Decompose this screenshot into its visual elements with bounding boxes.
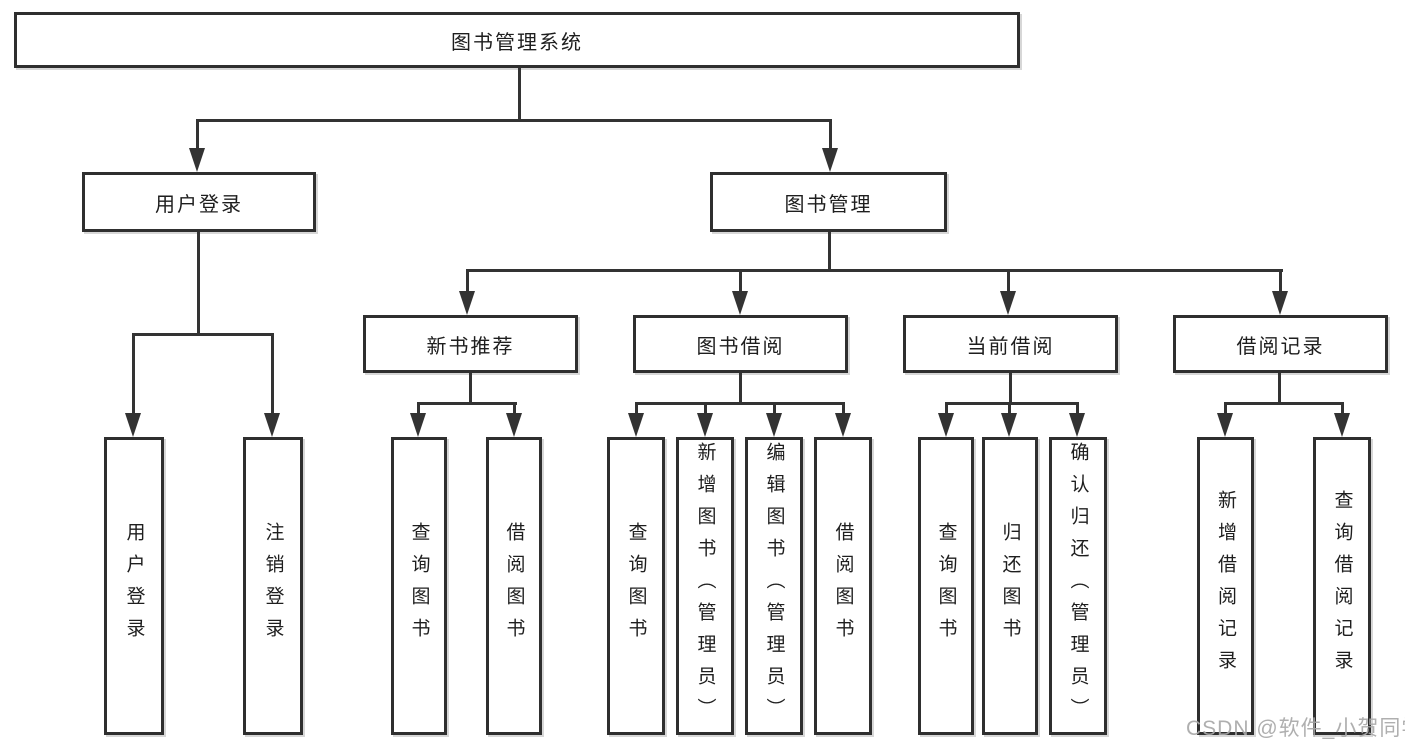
arrow-down-icon xyxy=(697,413,713,437)
leaf-add-books-admin: 新增图书（管理员） xyxy=(676,437,734,735)
leaf-label: 查询图书 xyxy=(625,522,647,650)
node-borrowing-records: 借阅记录 xyxy=(1173,315,1388,373)
connector-line xyxy=(466,269,469,295)
leaf-query-books-current: 查询图书 xyxy=(918,437,974,735)
leaf-query-borrow-record: 查询借阅记录 xyxy=(1313,437,1371,735)
connector-stem xyxy=(739,373,742,405)
connector-line xyxy=(417,402,420,415)
node-label: 图书借阅 xyxy=(696,335,785,358)
connector-line xyxy=(1224,402,1227,415)
leaf-label: 查询图书 xyxy=(935,522,957,650)
leaf-label: 确认归还（管理员） xyxy=(1067,442,1089,730)
node-user-login: 用户登录 xyxy=(82,172,316,232)
arrow-down-icon xyxy=(628,413,644,437)
arrow-down-icon xyxy=(938,413,954,437)
arrow-down-icon xyxy=(822,148,838,172)
node-current-borrowing: 当前借阅 xyxy=(903,315,1118,373)
connector-line xyxy=(704,402,707,415)
connector-rail xyxy=(1224,402,1344,405)
node-label: 借阅记录 xyxy=(1236,335,1325,358)
connector-user-login-stem xyxy=(197,232,200,336)
arrow-down-icon xyxy=(410,413,426,437)
arrow-down-icon xyxy=(189,148,205,172)
leaf-label: 查询图书 xyxy=(408,522,430,650)
connector-level1-rail xyxy=(196,119,832,122)
connector-stem xyxy=(1009,373,1012,405)
node-book-management: 图书管理 xyxy=(710,172,947,232)
leaf-label: 用户登录 xyxy=(123,522,145,650)
connector-stem xyxy=(469,373,472,405)
leaf-borrow-books-recommend: 借阅图书 xyxy=(486,437,542,735)
node-label: 用户登录 xyxy=(155,193,243,216)
connector-line xyxy=(1007,269,1010,295)
leaf-label: 查询借阅记录 xyxy=(1331,490,1353,682)
connector-root-stem xyxy=(518,68,521,121)
arrow-down-icon xyxy=(1272,291,1288,315)
leaf-query-books-recommend: 查询图书 xyxy=(391,437,447,735)
node-label: 图书管理 xyxy=(784,193,873,216)
leaf-label: 借阅图书 xyxy=(503,522,525,650)
leaf-logout: 注销登录 xyxy=(243,437,303,735)
connector-line xyxy=(1008,402,1011,415)
leaf-return-books: 归还图书 xyxy=(982,437,1038,735)
connector-line xyxy=(513,402,516,415)
arrow-down-icon xyxy=(1001,413,1017,437)
arrow-down-icon xyxy=(506,413,522,437)
arrow-down-icon xyxy=(732,291,748,315)
connector-line xyxy=(739,269,742,295)
leaf-add-borrow-record: 新增借阅记录 xyxy=(1197,437,1254,735)
connector-line xyxy=(635,402,638,415)
leaf-label: 归还图书 xyxy=(999,522,1021,650)
leaf-query-books-borrow: 查询图书 xyxy=(607,437,665,735)
arrow-down-icon xyxy=(1069,413,1085,437)
connector-line xyxy=(132,333,135,415)
connector-level2-rail xyxy=(466,269,1283,272)
leaf-label: 注销登录 xyxy=(262,522,284,650)
connector-line xyxy=(842,402,845,415)
connector-line xyxy=(945,402,948,415)
connector-line xyxy=(1076,402,1079,415)
node-book-borrowing: 图书借阅 xyxy=(633,315,848,373)
leaf-confirm-return-admin: 确认归还（管理员） xyxy=(1049,437,1107,735)
leaf-label: 借阅图书 xyxy=(832,522,854,650)
connector-line xyxy=(1341,402,1344,415)
arrow-down-icon xyxy=(1000,291,1016,315)
node-label: 当前借阅 xyxy=(966,335,1055,358)
leaf-user-login: 用户登录 xyxy=(104,437,164,735)
arrow-down-icon xyxy=(835,413,851,437)
leaf-label: 编辑图书（管理员） xyxy=(763,442,785,730)
node-label: 图书管理系统 xyxy=(451,31,583,54)
connector-book-mgmt-stem xyxy=(828,232,831,272)
connector-line xyxy=(829,119,832,151)
connector-line xyxy=(271,333,274,415)
connector-line xyxy=(196,119,199,151)
connector-stem xyxy=(1278,373,1281,405)
arrow-down-icon xyxy=(125,413,141,437)
node-label: 新书推荐 xyxy=(426,335,515,358)
arrow-down-icon xyxy=(264,413,280,437)
connector-rail xyxy=(417,402,517,405)
node-library-system: 图书管理系统 xyxy=(14,12,1020,68)
connector-user-login-rail xyxy=(132,333,274,336)
leaf-label: 新增借阅记录 xyxy=(1215,490,1236,682)
node-new-book-recommend: 新书推荐 xyxy=(363,315,578,373)
watermark-text: CSDN @软件_小贺同学 xyxy=(1186,717,1405,740)
leaf-label: 新增图书（管理员） xyxy=(694,442,716,730)
connector-line xyxy=(773,402,776,415)
arrow-down-icon xyxy=(1334,413,1350,437)
leaf-edit-books-admin: 编辑图书（管理员） xyxy=(745,437,803,735)
connector-line xyxy=(1279,269,1282,295)
arrow-down-icon xyxy=(459,291,475,315)
arrow-down-icon xyxy=(1217,413,1233,437)
arrow-down-icon xyxy=(766,413,782,437)
connector-rail xyxy=(635,402,844,405)
connector-rail xyxy=(945,402,1079,405)
leaf-borrow-books: 借阅图书 xyxy=(814,437,872,735)
